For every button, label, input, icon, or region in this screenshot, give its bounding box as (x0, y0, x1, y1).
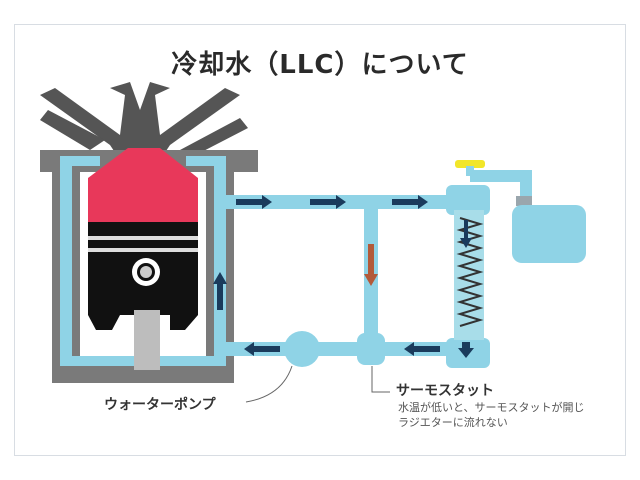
thermostat[interactable] (357, 333, 385, 365)
manifold (40, 82, 248, 160)
combustion-chamber (88, 148, 198, 222)
water-jacket-left (60, 156, 72, 366)
radiator-cap[interactable] (455, 160, 485, 168)
water-jacket-top-right (186, 156, 226, 166)
arrow-down-lower-tank (458, 342, 474, 358)
flow-arrows (213, 195, 474, 358)
connecting-rod (134, 310, 160, 370)
water-pump-label: ウォーターポンプ (104, 397, 216, 413)
arrow-left-2 (244, 342, 280, 356)
radiator-upper-tank (446, 185, 490, 215)
arrow-right-2 (310, 195, 346, 209)
thermostat-note-line2: ラジエターに流れない (398, 416, 508, 429)
water-jacket-right (214, 156, 226, 366)
thermostat-leader (371, 366, 390, 393)
reserve-tank-cap (516, 196, 532, 206)
arrow-down-bypass (364, 244, 378, 286)
water-pump-leader (245, 365, 293, 403)
radiator-filler-neck (466, 166, 474, 176)
arrow-right-1 (236, 195, 272, 209)
block-bottom (52, 365, 234, 383)
arrow-up-jacket (213, 272, 227, 310)
piston (88, 222, 198, 330)
water-jacket-top-left (60, 156, 100, 166)
diagram-title: 冷却水（LLC）について (171, 50, 469, 80)
radiator-spring (456, 217, 484, 327)
arrow-right-3 (392, 195, 428, 209)
reserve-tank (512, 205, 586, 263)
thermostat-label: サーモスタット (396, 383, 494, 399)
water-pump[interactable] (284, 331, 320, 367)
arrow-left-1 (404, 342, 440, 356)
arrow-down-radiator (460, 220, 472, 248)
thermostat-note-line1: 水温が低いと、サーモスタットが開じ (398, 401, 585, 414)
